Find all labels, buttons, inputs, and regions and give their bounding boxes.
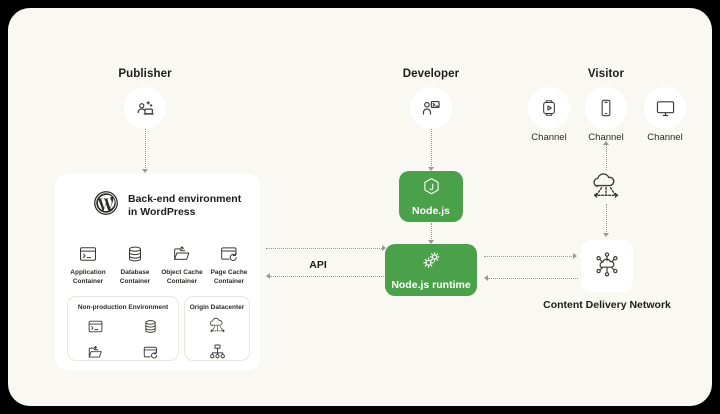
- connector-wordpress-to-runtime-arrow: [382, 245, 386, 251]
- cdn-label: Content Delivery Network: [543, 299, 671, 311]
- nodejs-runtime-box[interactable]: Node.js runtime: [385, 244, 477, 296]
- connector-cdn-to-runtime-arrow: [484, 275, 488, 281]
- publisher-workstation-icon: [124, 87, 166, 129]
- connector-cdn-to-cloud: [606, 204, 607, 234]
- nodejs-box-label: Node.js: [412, 204, 450, 217]
- connector-developer-to-nodejs-arrow: [428, 167, 434, 171]
- connector-runtime-to-cdn: [484, 256, 574, 257]
- channel-label-2: Channel: [588, 132, 624, 143]
- channel-label-3: Channel: [647, 132, 683, 143]
- nodejs-runtime-box-label: Node.js runtime: [391, 278, 471, 291]
- connector-cdn-to-runtime: [488, 278, 578, 279]
- database-container-icon: [112, 238, 158, 264]
- connector-nodejs-to-runtime: [431, 223, 432, 241]
- application-container-icon: [87, 318, 104, 340]
- wordpress-logo-icon: [93, 190, 119, 221]
- developer-terminal-icon: [410, 87, 452, 129]
- cloud-distribution-icon: [205, 317, 230, 340]
- column-header-visitor: Visitor: [587, 68, 625, 80]
- connector-cloud-to-channel-arrow: [603, 141, 609, 145]
- connector-developer-to-nodejs: [431, 129, 432, 168]
- connector-wordpress-to-runtime: [266, 248, 384, 249]
- object-cache-container-icon: [159, 238, 205, 264]
- database-container-icon: [142, 318, 159, 340]
- application-container-icon: [65, 238, 111, 264]
- connector-nodejs-to-runtime-arrow: [428, 240, 434, 244]
- object-cache-container-icon: [87, 344, 104, 366]
- media-player-icon: [528, 87, 570, 129]
- wordpress-backend-card: Back-end environment in WordPress Applic…: [55, 174, 260, 370]
- connector-cdn-to-cloud-arrow: [603, 233, 609, 237]
- connector-publisher-to-wordpress-arrow: [142, 169, 148, 173]
- connector-runtime-to-cdn-arrow: [573, 253, 577, 259]
- connector-runtime-to-wordpress-arrow: [266, 273, 270, 279]
- sub-card-origin-datacenter-icons: [185, 317, 249, 366]
- container-application-label: Application Container: [70, 269, 106, 285]
- api-connector-label: API: [309, 259, 327, 271]
- sub-card-non-production-icons: [68, 318, 178, 366]
- mobile-phone-icon: [585, 87, 627, 129]
- desktop-monitor-icon: [644, 87, 686, 129]
- cdn-cloud-nodes-icon: [592, 249, 622, 284]
- connector-cloud-to-channel: [606, 144, 607, 170]
- nodejs-box[interactable]: Node.js: [399, 171, 463, 222]
- wordpress-card-title: Back-end environment in WordPress: [128, 192, 242, 218]
- diagram-canvas: Publisher Developer Visitor Back-end env: [8, 8, 712, 406]
- container-object-cache-label: Object Cache Container: [161, 269, 203, 285]
- gears-icon: [420, 250, 443, 276]
- connector-runtime-to-wordpress: [270, 276, 388, 277]
- sub-card-non-production-environment: Non-production Environment: [67, 296, 179, 361]
- nodejs-hexagon-icon: [422, 177, 441, 202]
- container-object-cache: Object Cache Container: [159, 238, 205, 286]
- container-database-label: Database Container: [119, 269, 151, 285]
- page-cache-container-icon: [206, 238, 252, 264]
- container-page-cache: Page Cache Container: [206, 238, 252, 286]
- cloud-distribution-icon: [583, 172, 629, 207]
- column-header-developer: Developer: [402, 68, 460, 80]
- page-cache-container-icon: [142, 344, 159, 366]
- container-application: Application Container: [65, 238, 111, 286]
- channel-label-1: Channel: [531, 132, 567, 143]
- sub-card-origin-datacenter: Origin Datacenter: [184, 296, 250, 361]
- column-header-publisher: Publisher: [118, 68, 172, 80]
- container-database: Database Container: [112, 238, 158, 286]
- container-page-cache-label: Page Cache Container: [210, 269, 248, 285]
- connector-publisher-to-wordpress: [145, 129, 146, 170]
- wordpress-card-header: Back-end environment in WordPress: [93, 190, 241, 221]
- network-tree-icon: [207, 343, 228, 366]
- sub-card-origin-datacenter-title: Origin Datacenter: [189, 304, 245, 311]
- sub-card-non-production-title: Non-production Environment: [77, 304, 169, 311]
- cdn-box[interactable]: [581, 240, 633, 292]
